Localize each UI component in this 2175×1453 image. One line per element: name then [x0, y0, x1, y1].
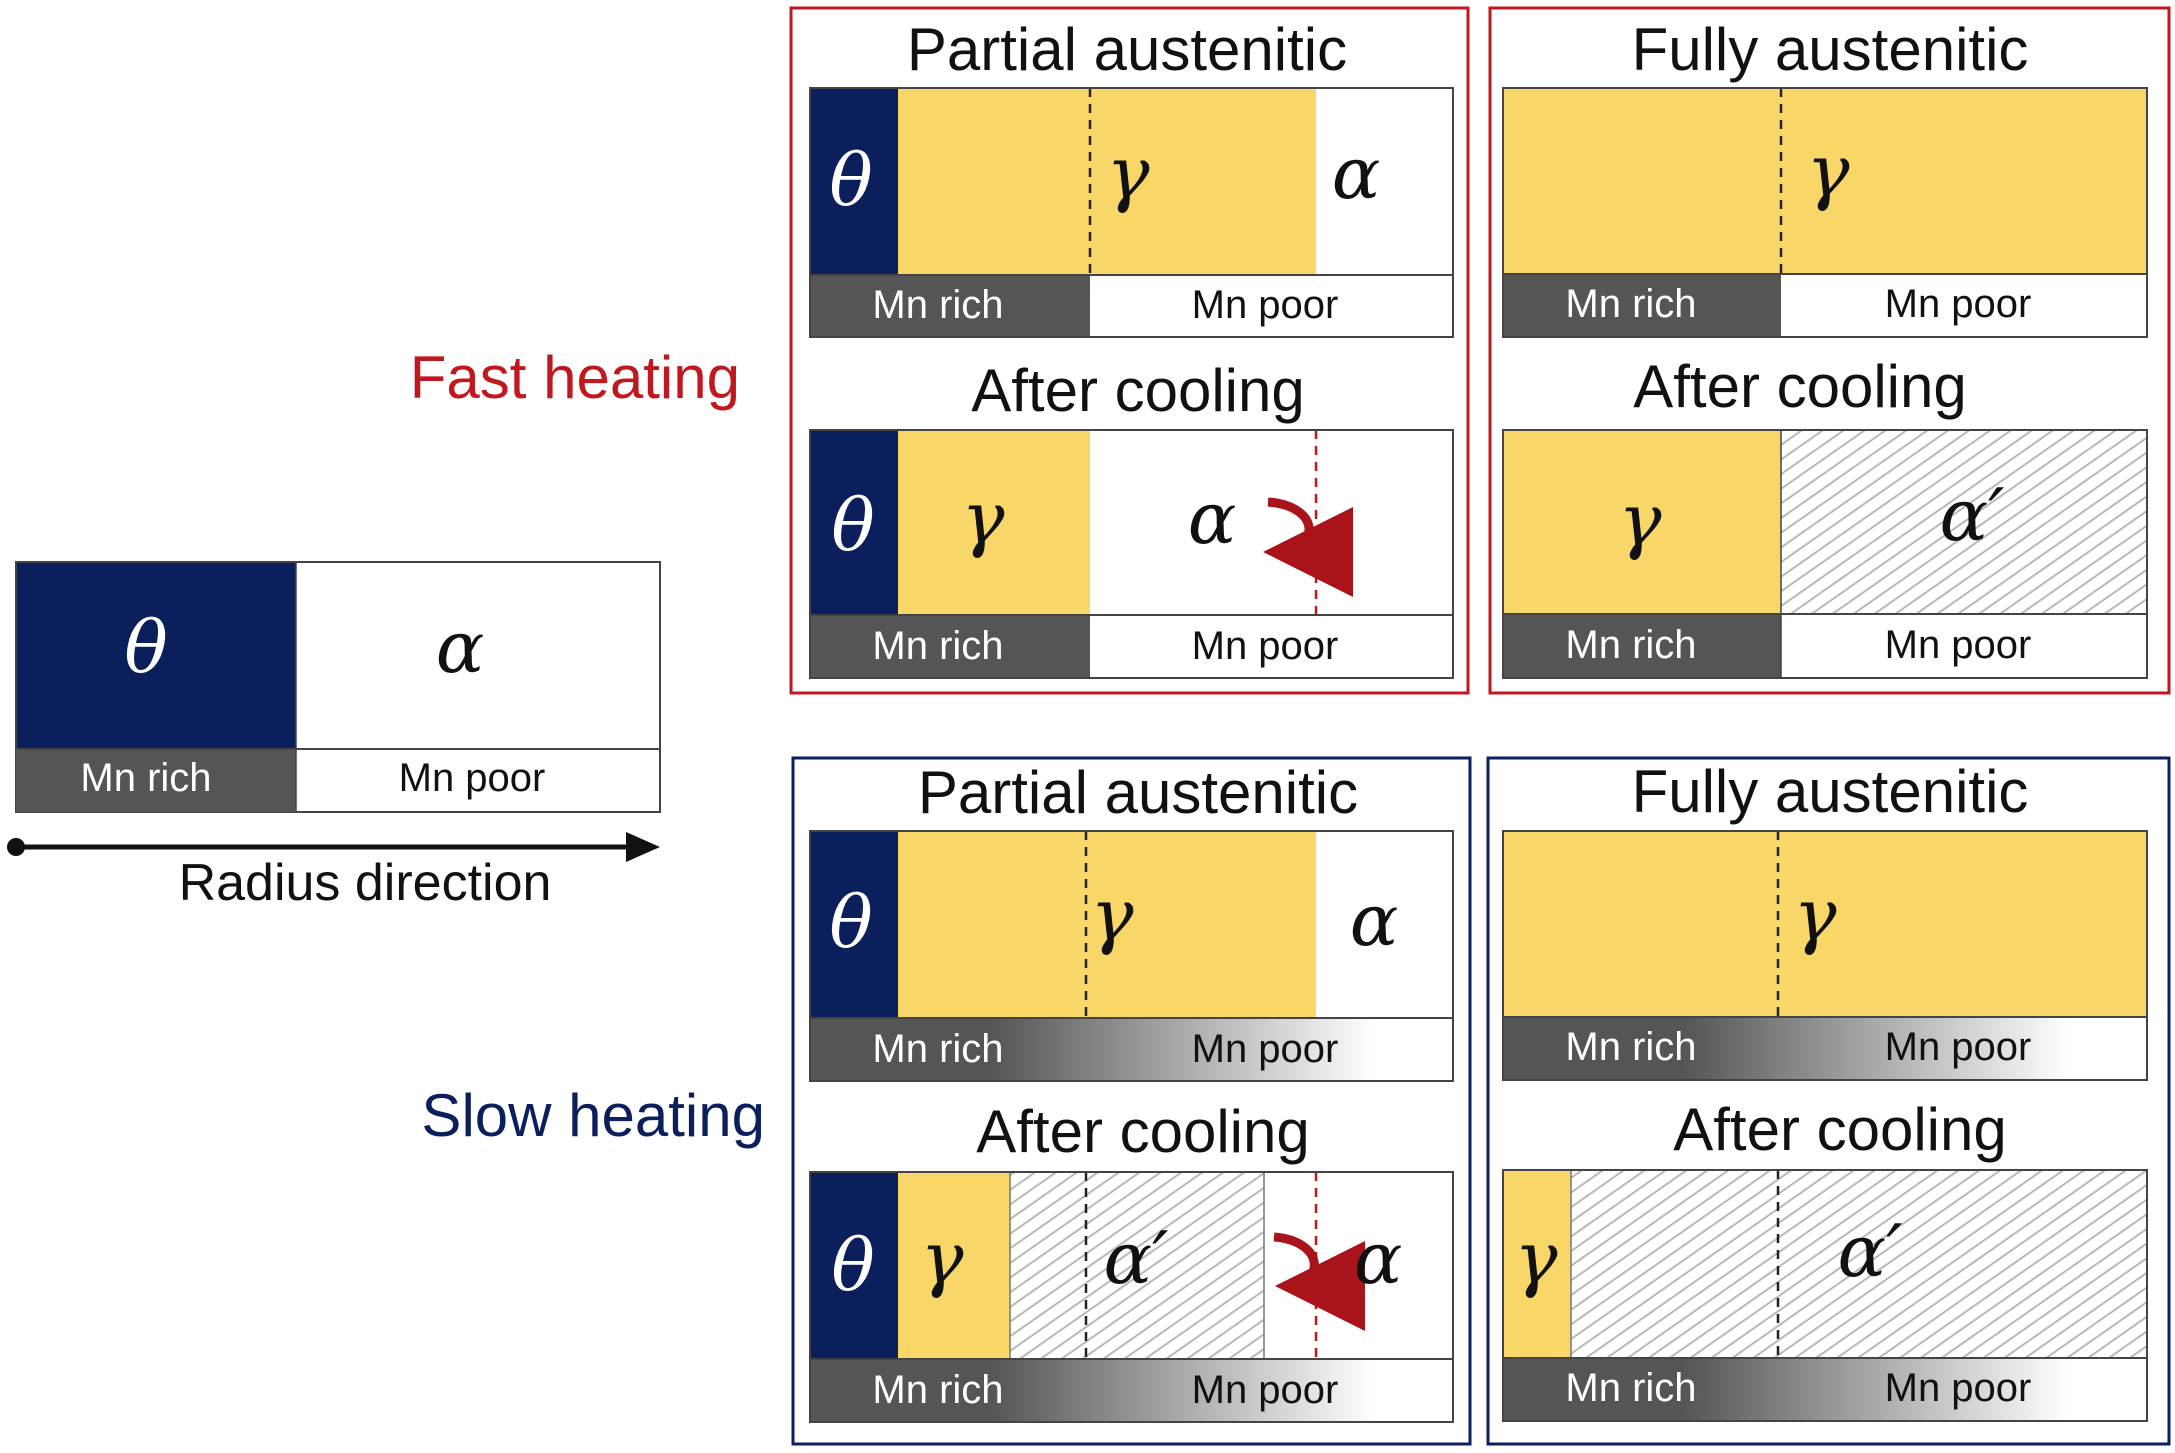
slow-full-heated-box: Fully austenitic γ Mn rich Mn poor	[1502, 758, 2148, 1081]
mn-rich-label: Mn rich	[872, 624, 1003, 668]
after-cooling-title: After cooling	[976, 1098, 1310, 1165]
theta-label: θ	[829, 880, 872, 964]
austenite-region	[898, 831, 1316, 1018]
mn-gradient-band	[810, 1018, 1453, 1081]
austenite-region	[898, 88, 1316, 275]
fast-partial-heated-box: Partial austenitic θ γ α Mn rich Mn poor	[809, 16, 1454, 338]
alpha-label: α	[1350, 878, 1399, 962]
after-cooling-title: After cooling	[1673, 1096, 2007, 1163]
alpha-prime-label: α′	[1104, 1216, 1169, 1300]
cementite-region	[810, 1172, 898, 1359]
slow-partial-heated-box: Partial austenitic θ γ α Mn rich Mn poor	[809, 759, 1454, 1082]
mn-rich-band	[810, 275, 1090, 337]
alpha-label: α	[1354, 1216, 1403, 1300]
alpha-prime-label: α′	[1838, 1209, 1903, 1293]
mn-gradient-band	[1503, 1358, 2147, 1421]
mn-rich-band	[1503, 614, 1781, 678]
theta-label: θ	[124, 605, 167, 689]
alpha-label: α	[436, 605, 485, 689]
radius-origin-dot	[7, 838, 25, 856]
austenite-region	[898, 430, 1090, 615]
cementite-region	[810, 88, 898, 275]
mn-rich-label: Mn rich	[872, 1368, 1003, 1412]
martensite-region	[1010, 1172, 1264, 1359]
gamma-label: γ	[920, 1216, 964, 1300]
mn-rich-band	[16, 749, 296, 812]
mn-poor-label: Mn poor	[399, 756, 546, 800]
martensite-region	[1571, 1170, 2147, 1358]
panel-title: Fully austenitic	[1632, 16, 2029, 83]
mn-rich-label: Mn rich	[80, 756, 211, 800]
mn-rich-band	[810, 615, 1090, 678]
mn-poor-label: Mn poor	[1885, 1025, 2032, 1069]
fast-partial-panel	[789, 6, 1470, 695]
mn-rich-label: Mn rich	[1565, 623, 1696, 667]
slow-full-panel	[1486, 756, 2171, 1446]
ferrite-region	[296, 562, 660, 749]
fast-full-heated-box: Fully austenitic γ Mn rich Mn poor	[1502, 16, 2148, 338]
cementite-region	[810, 430, 898, 615]
fast-full-cooled-box: After cooling γ α′ Mn rich Mn poor	[1502, 353, 2148, 679]
austenite-region	[1503, 430, 1781, 614]
slow-full-cooled-box: After cooling γ α′ Mn rich Mn poor	[1502, 1096, 2148, 1422]
mn-poor-label: Mn poor	[1192, 1027, 1339, 1071]
gamma-label: γ	[1090, 873, 1134, 957]
mn-poor-label: Mn poor	[1885, 282, 2032, 326]
austenite-region	[1503, 88, 2147, 274]
gamma-label: γ	[1618, 478, 1662, 562]
radius-direction-label: Radius direction	[179, 854, 552, 912]
cementite-region	[810, 831, 898, 1018]
mn-rich-label: Mn rich	[1565, 1366, 1696, 1410]
slow-heating-label: Slow heating	[421, 1082, 765, 1149]
alpha-label: α	[1188, 476, 1237, 560]
fast-full-panel	[1488, 6, 2171, 695]
mn-poor-label: Mn poor	[1192, 1368, 1339, 1412]
austenite-region	[898, 1172, 1010, 1359]
mn-rich-label: Mn rich	[872, 1027, 1003, 1071]
mn-rich-label: Mn rich	[1565, 282, 1696, 326]
mn-poor-label: Mn poor	[1885, 623, 2032, 667]
austenite-region	[1503, 1170, 1571, 1358]
mn-gradient-band	[810, 1359, 1453, 1422]
panel-title: Partial austenitic	[918, 759, 1358, 826]
martensite-region	[1781, 430, 2147, 614]
gamma-label: γ	[961, 476, 1005, 560]
radius-arrow-head	[626, 832, 660, 862]
gamma-label: γ	[1793, 873, 1837, 957]
mn-rich-label: Mn rich	[872, 283, 1003, 327]
slow-partial-cooled-box: After cooling θ γ α′ α Mn rich Mn poor	[809, 1098, 1454, 1423]
slow-partial-panel	[791, 756, 1472, 1446]
gamma-label: γ	[1514, 1216, 1558, 1300]
austenite-region	[1503, 831, 2147, 1017]
ferrite-region	[1316, 831, 1453, 1018]
curved-arrow-icon	[1263, 497, 1354, 597]
theta-label: θ	[829, 138, 872, 222]
ferrite-region	[1316, 88, 1453, 275]
after-cooling-title: After cooling	[971, 357, 1305, 424]
mn-poor-label: Mn poor	[1192, 624, 1339, 668]
panel-title: Fully austenitic	[1632, 758, 2029, 825]
after-cooling-title: After cooling	[1633, 353, 1967, 420]
alpha-prime-label: α′	[1940, 473, 2005, 557]
gamma-label: γ	[1106, 131, 1150, 215]
mn-rich-label: Mn rich	[1565, 1025, 1696, 1069]
ferrite-region	[1090, 430, 1453, 615]
alpha-label: α	[1332, 131, 1381, 215]
initial-box-border	[15, 561, 661, 813]
mn-rich-band	[1503, 274, 1781, 337]
fast-partial-cooled-box: After cooling θ γ α Mn rich Mn poor	[809, 357, 1454, 679]
initial-state-panel: θ α Mn rich Mn poor Radius direction	[7, 561, 661, 912]
fast-heating-label: Fast heating	[410, 344, 740, 411]
theta-label: θ	[831, 483, 874, 567]
mn-gradient-band	[1503, 1017, 2147, 1080]
panel-title: Partial austenitic	[907, 16, 1347, 83]
curved-arrow-icon	[1273, 1232, 1366, 1331]
gamma-label: γ	[1806, 129, 1850, 213]
mn-poor-label: Mn poor	[1192, 283, 1339, 327]
mn-poor-label: Mn poor	[1885, 1366, 2032, 1410]
theta-label: θ	[831, 1223, 874, 1307]
cementite-region	[16, 562, 296, 749]
